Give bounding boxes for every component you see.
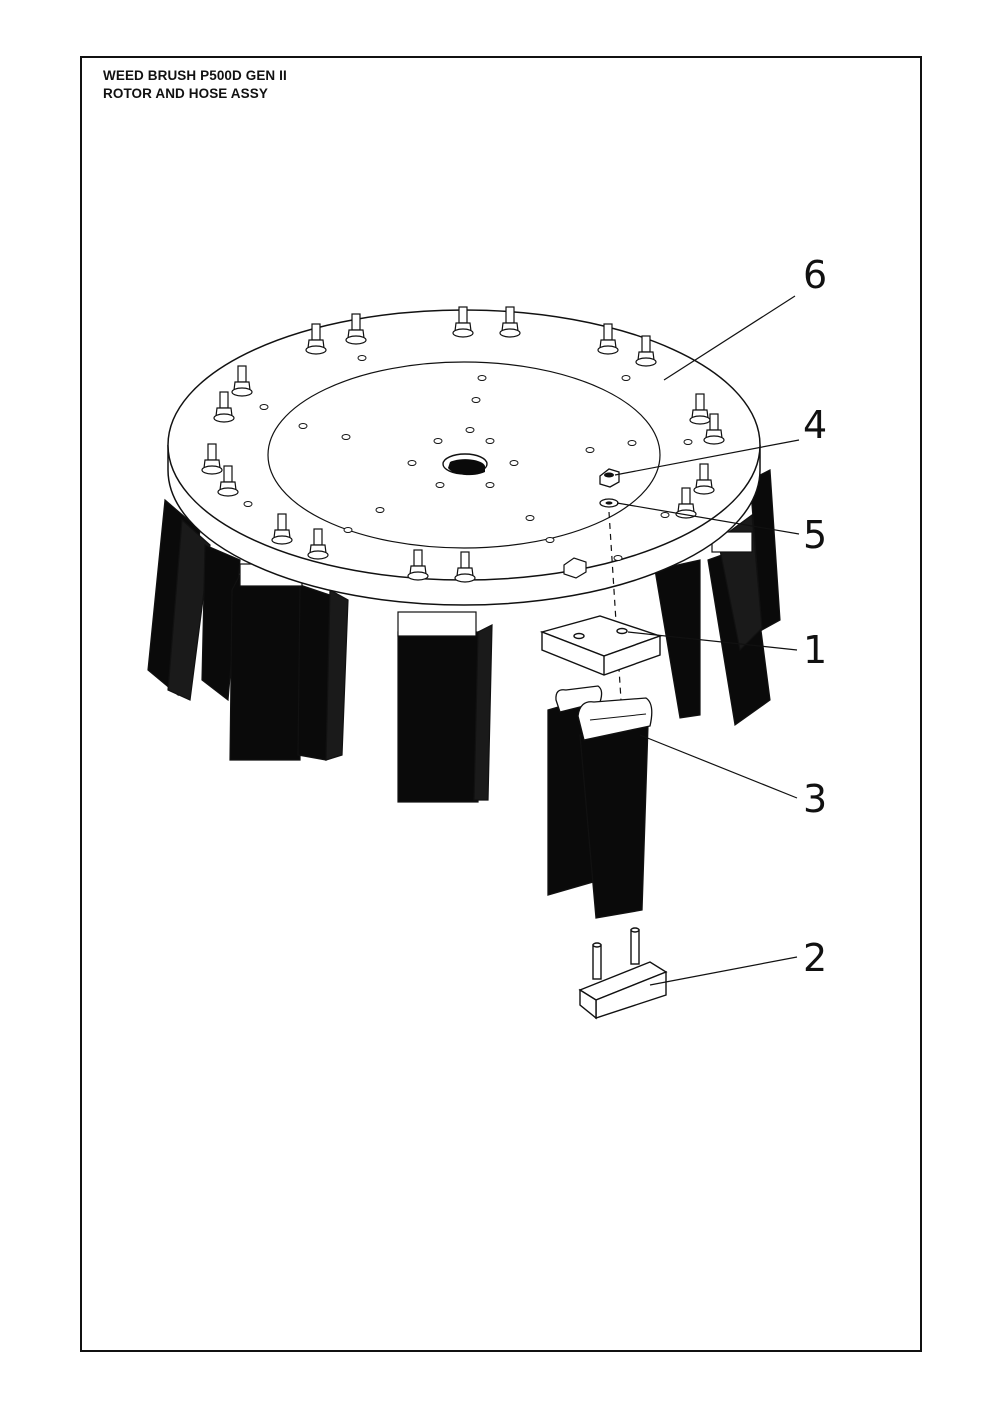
rotor-plate [167, 306, 761, 606]
callout-2: 2 [803, 936, 827, 980]
exploded-washer-item-5 [599, 498, 619, 508]
drawing-title-line-1: WEED BRUSH P500D GEN II [103, 68, 287, 83]
hex-nut-icon [563, 557, 587, 579]
leader-line-5 [616, 502, 800, 535]
pin-bracket-item-2 [578, 927, 668, 1020]
callout-labels: 6 4 5 1 3 2 [803, 253, 827, 980]
exploded-nut-item-4 [599, 468, 620, 488]
title-block: WEED BRUSH P500D GEN II ROTOR AND HOSE A… [103, 67, 287, 103]
brush-strips-item-3 [547, 685, 653, 919]
leader-line-2 [649, 956, 798, 986]
callout-6: 6 [803, 253, 827, 297]
leader-line-6 [663, 295, 796, 381]
leader-line-1 [627, 631, 798, 651]
callout-4: 4 [803, 403, 827, 447]
callout-5: 5 [803, 513, 827, 557]
drawing-title-line-2: ROTOR AND HOSE ASSY [103, 86, 268, 101]
rotor-brush-paddles [147, 469, 781, 803]
plate-holes [243, 355, 693, 561]
clamp-block-item-1 [539, 615, 663, 676]
leader-line-4 [614, 439, 800, 476]
callout-leader-lines [614, 295, 800, 986]
callout-3: 3 [803, 777, 827, 821]
leader-line-3 [639, 734, 798, 799]
callout-1: 1 [803, 628, 827, 672]
drawing-frame [80, 56, 922, 1352]
